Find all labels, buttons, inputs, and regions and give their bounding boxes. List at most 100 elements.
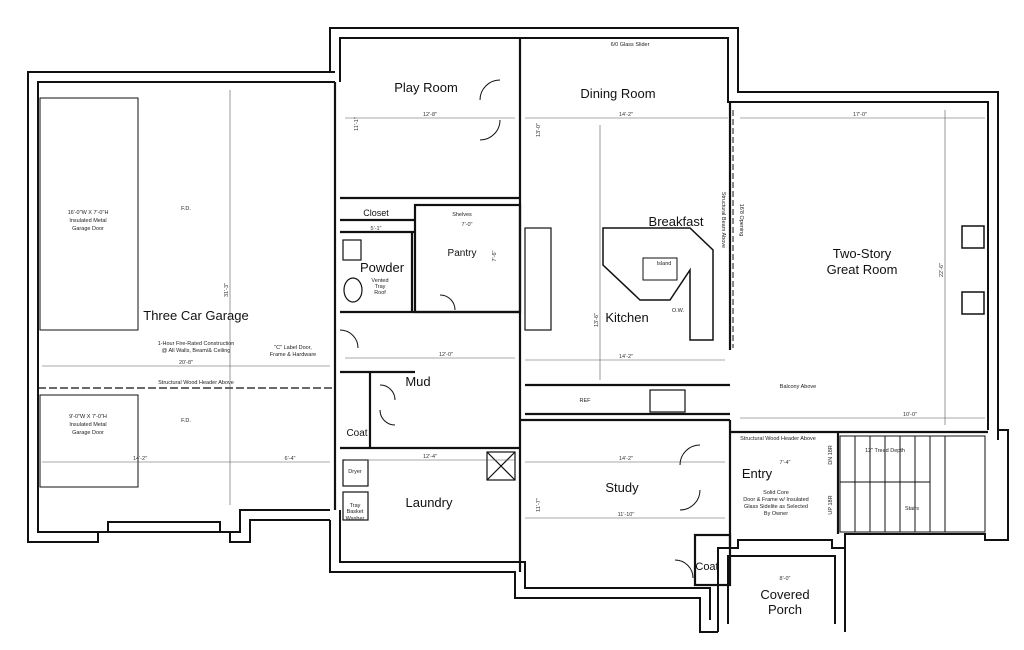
interior-walls [333,38,988,587]
top-inner-wall [339,37,989,430]
note-opening-vertical: 16'8 Opening [738,204,744,237]
note-balcony-above: Balcony Above [780,384,816,390]
label-porch-2: Porch [768,602,802,617]
dim-garage-h: 31'-3" [224,283,230,297]
fireplace-bump-bottom [961,291,985,315]
right-lower-outer [844,429,1009,548]
label-mud: Mud [405,374,430,389]
note-fire-rated-2: @ All Walls, Beam/& Ceiling [162,348,231,354]
dim-dining-w: 14'-2" [619,112,633,118]
fireplace-bump-top [961,225,985,249]
note-glass-slider: 6/0 Glass Slider [611,42,650,48]
label-coat-mud: Coat [346,428,367,439]
dim-closet-w: 5'-1" [371,226,382,232]
label-entry: Entry [742,466,773,481]
note-dn: DN 18R [828,445,834,465]
label-kitchen: Kitchen [605,310,648,325]
mech-chase [486,451,516,481]
stairs [839,435,986,533]
note-entry-door-3: Glass Sidelite as Selected [744,504,808,510]
exterior-walls [27,27,1009,633]
note-label-door-2: Frame & Hardware [270,352,316,358]
dim-great-w2: 10'-0" [903,412,917,418]
note-fire-rated-1: 1-Hour Fire-Rated Construction [158,341,235,347]
note-beam-vertical: Structural Beam Above [720,192,726,248]
note-ow: O.W. [672,308,685,314]
dim-garage-bottom-left: 14'-2" [133,456,147,462]
note-label-door-1: "C" Label Door, [274,345,312,351]
garage-inner-wall [37,81,335,533]
dim-entry-w: 7'-4" [780,460,791,466]
note-vented-2: Tray [375,284,386,290]
note-dryer: Dryer [348,469,362,475]
label-breakfast: Breakfast [649,214,704,229]
note-garage-door-small-3: Garage Door [72,430,104,436]
door-swings [339,79,701,579]
label-dining-room: Dining Room [580,86,655,101]
dim-play-h: 11'-1" [354,117,360,131]
note-fd-1: F.D. [181,206,191,212]
porch-outline [717,539,846,632]
dim-kitchen-h: 13'-6" [594,313,600,327]
dim-kitchen-w: 14'-2" [619,354,633,360]
note-stairs: Stairs [905,506,919,512]
note-garage-door-small-2: Insulated Metal [69,422,106,428]
note-tray-1: Tray [350,503,361,509]
garage-outer-wall [27,71,335,543]
label-closet: Closet [363,208,389,218]
note-header-garage: Structural Wood Header Above [158,380,234,386]
bottom-outer-wall [329,520,718,633]
label-powder: Powder [360,260,405,275]
powder-sink [342,239,362,261]
note-garage-door-large-3: Garage Door [72,226,104,232]
label-shelves: Shelves [452,212,472,218]
dim-mud-w: 12'-0" [439,352,453,358]
porch-inner [727,555,836,624]
note-entry-door-4: By Owner [764,511,788,517]
annotations: 16'-0"W X 7'-0"H Insulated Metal Garage … [68,42,920,522]
dim-pantry-h: 7'-6" [492,250,498,261]
dim-study-w: 14'-2" [619,456,633,462]
kitchen-range [649,389,686,413]
note-entry-door-2: Door & Frame w/ Insulated [743,497,808,503]
washer-box [342,491,369,521]
note-tray-2: Basket [347,509,364,515]
label-pantry: Pantry [448,248,477,259]
label-great-room-2: Great Room [827,262,898,277]
note-garage-door-large-2: Insulated Metal [69,218,106,224]
kitchen-counter-left [524,227,552,331]
dim-garage-bottom-right: 6'-4" [285,456,296,462]
label-coat-entry: Coat [695,561,718,573]
note-garage-door-large-1: 16'-0"W X 7'-0"H [68,210,109,216]
dim-porch-w: 8'-0" [780,576,791,582]
label-laundry: Laundry [406,495,453,510]
note-header-entry: Structural Wood Header Above [740,436,816,442]
dim-great-h: 22'-6" [939,263,945,277]
dim-dining-h: 13'-0" [536,123,542,137]
note-tread-depth: 12" Tread Depth [865,448,905,454]
note-ref: REF [580,398,592,404]
dimension-text: 12'-8" 14'-2" 17'-0" 10'-0" 20'-8" 31'-3… [133,112,945,582]
dim-laundry-w: 12'-4" [423,454,437,460]
note-washer: Washer [346,516,365,522]
label-three-car-garage: Three Car Garage [143,308,249,323]
label-porch-1: Covered [760,587,809,602]
kitchen-sink [642,257,678,281]
dimension-lines [42,90,985,519]
dim-play-w: 12'-8" [423,112,437,118]
note-up: UP 18R [828,495,834,514]
kitchen-island [602,227,714,341]
label-study: Study [605,480,639,495]
note-vented-3: Roof [374,290,386,296]
dim-great-w: 17'-0" [853,112,867,118]
label-play-room: Play Room [394,80,458,95]
note-entry-door-1: Solid Core [763,490,789,496]
label-great-room-1: Two-Story [833,246,892,261]
garage-door-small [39,394,139,488]
note-fd-2: F.D. [181,418,191,424]
dim-study-w2: 11'-10" [618,512,635,518]
powder-toilet [343,277,363,303]
top-outer-wall [329,27,999,440]
bottom-inner-wall [339,510,711,620]
note-vented-1: Vented [371,278,388,284]
